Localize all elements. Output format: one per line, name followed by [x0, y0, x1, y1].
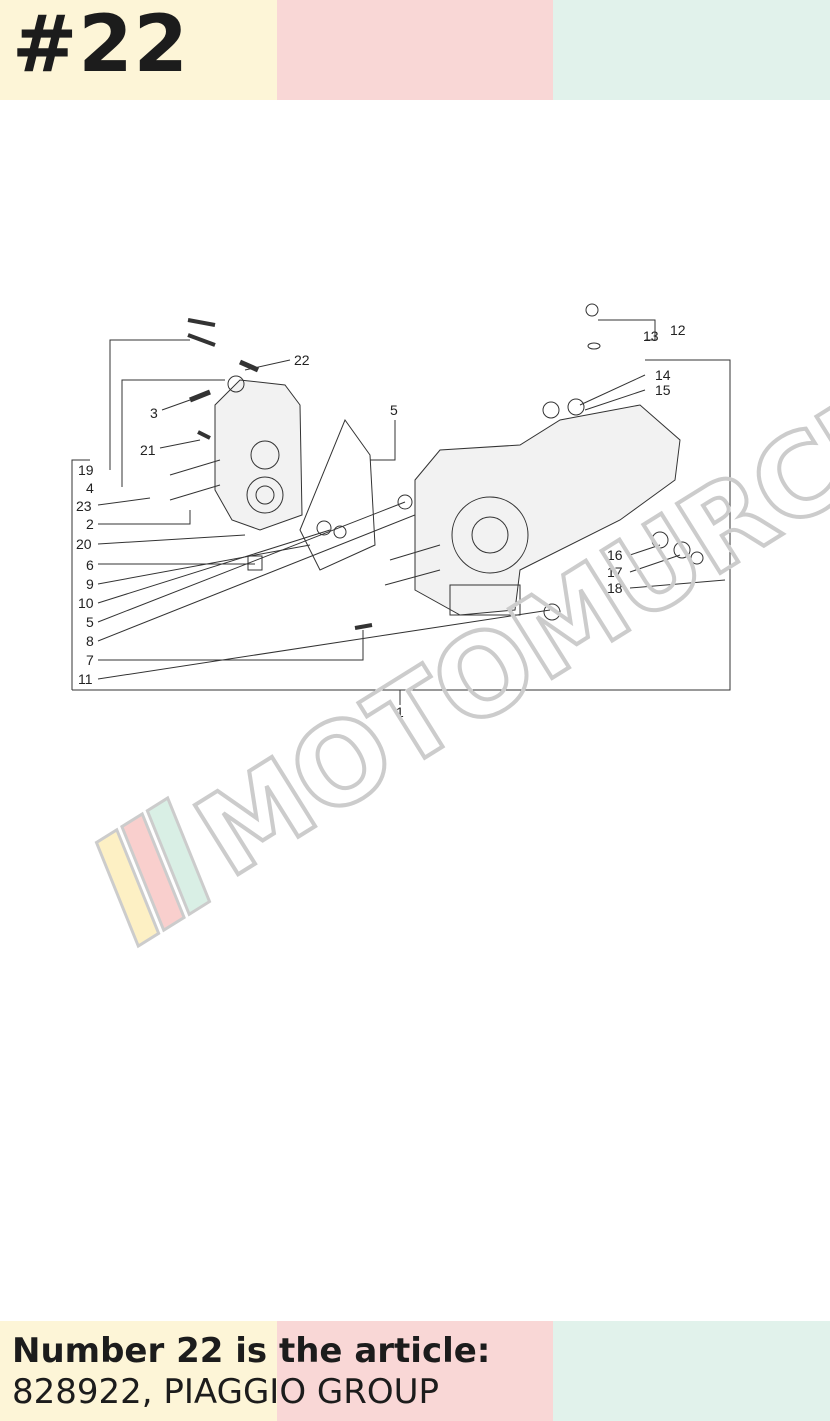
callout-20: 20 — [76, 536, 92, 552]
band-mint — [553, 1321, 830, 1421]
seal-4 — [227, 375, 245, 393]
seal-17 — [673, 541, 691, 559]
bracket-right — [72, 359, 731, 691]
band-pink — [276, 0, 554, 100]
bearing-16 — [651, 531, 669, 549]
gasket — [299, 418, 376, 571]
stud-23a — [169, 459, 221, 476]
callout-10: 10 — [78, 595, 94, 611]
caption-article-code: 828922, PIAGGIO GROUP — [12, 1372, 440, 1412]
sensor-12 — [585, 303, 599, 317]
left-half-bore-top — [250, 440, 280, 470]
callout-8: 8 — [86, 633, 94, 649]
main-crankcase — [414, 404, 681, 616]
callout-1: 1 — [396, 704, 404, 720]
seal-5 — [397, 494, 413, 510]
band-mint — [553, 0, 830, 100]
callout-6: 6 — [86, 557, 94, 573]
callout-14: 14 — [655, 367, 671, 383]
dowel-7 — [354, 623, 373, 630]
callout-15: 15 — [655, 382, 671, 398]
oring-13 — [587, 342, 601, 350]
ring-18 — [690, 551, 704, 565]
leader-15 — [584, 389, 646, 411]
left-half-bore-bottom — [246, 476, 284, 514]
callout-5-left: 5 — [86, 614, 94, 630]
leader-18 — [629, 579, 726, 589]
leader-3 — [161, 399, 191, 411]
seal-11 — [543, 603, 561, 621]
leader-23 — [97, 497, 151, 506]
callout-21: 21 — [140, 442, 156, 458]
footer-color-band — [0, 1321, 830, 1421]
leader-8 — [97, 504, 441, 642]
leader-5b — [97, 501, 406, 623]
bearing-14 — [542, 401, 560, 419]
oil-sump — [449, 584, 521, 616]
callout-5-top: 5 — [390, 402, 398, 418]
callout-4: 4 — [86, 480, 94, 496]
left-crankcase-half — [214, 379, 303, 531]
callout-9: 9 — [86, 576, 94, 592]
stud-19b — [187, 333, 216, 347]
band-pink — [276, 1321, 554, 1421]
stud-main-a — [389, 544, 441, 561]
screw-3 — [189, 389, 211, 403]
header-color-band — [0, 0, 830, 100]
leader-2 — [98, 510, 191, 525]
leader-11 — [97, 609, 551, 680]
callout-18: 18 — [607, 580, 623, 596]
band-yellow — [0, 0, 277, 100]
callout-13: 13 — [643, 328, 659, 344]
leader-17 — [629, 554, 681, 573]
callout-23: 23 — [76, 498, 92, 514]
ring-9 — [333, 525, 347, 539]
callout-12: 12 — [670, 322, 686, 338]
band-yellow — [0, 1321, 277, 1421]
callout-3: 3 — [150, 405, 158, 421]
callout-2: 2 — [86, 516, 94, 532]
leader-4 — [121, 379, 225, 487]
leader-5 — [370, 420, 396, 461]
exploded-parts-diagram: 22 3 21 19 4 23 2 20 6 9 10 5 8 7 11 1 5… — [71, 303, 731, 720]
callout-17: 17 — [607, 564, 623, 580]
article-caption: Number 22 is the article: 828922, PIAGGI… — [12, 1330, 490, 1412]
leader-10 — [97, 529, 331, 604]
leader-9 — [97, 544, 311, 585]
callout-11: 11 — [78, 671, 93, 687]
screw-21 — [197, 430, 211, 440]
leader-12 — [598, 319, 656, 341]
leader-14 — [579, 374, 646, 406]
bearing-15 — [567, 398, 585, 416]
screw-22 — [238, 359, 260, 373]
stud-main-b — [384, 569, 441, 586]
main-crankcase-bore — [451, 496, 529, 574]
leader-21 — [159, 439, 201, 449]
callout-16: 16 — [607, 547, 623, 563]
leader-7 — [98, 630, 364, 661]
callout-22: 22 — [294, 352, 310, 368]
part-number-badge: #22 — [12, 0, 189, 90]
callout-7: 7 — [86, 652, 94, 668]
leader-20 — [97, 534, 246, 545]
callout-19: 19 — [78, 462, 94, 478]
plug-6 — [247, 555, 263, 571]
stud-19a — [187, 318, 216, 327]
caption-heading: Number 22 is the article: — [12, 1331, 491, 1371]
bracket-left — [71, 459, 90, 690]
bearing-10 — [316, 520, 332, 536]
leader-19 — [109, 339, 190, 470]
stud-23b — [169, 484, 221, 501]
